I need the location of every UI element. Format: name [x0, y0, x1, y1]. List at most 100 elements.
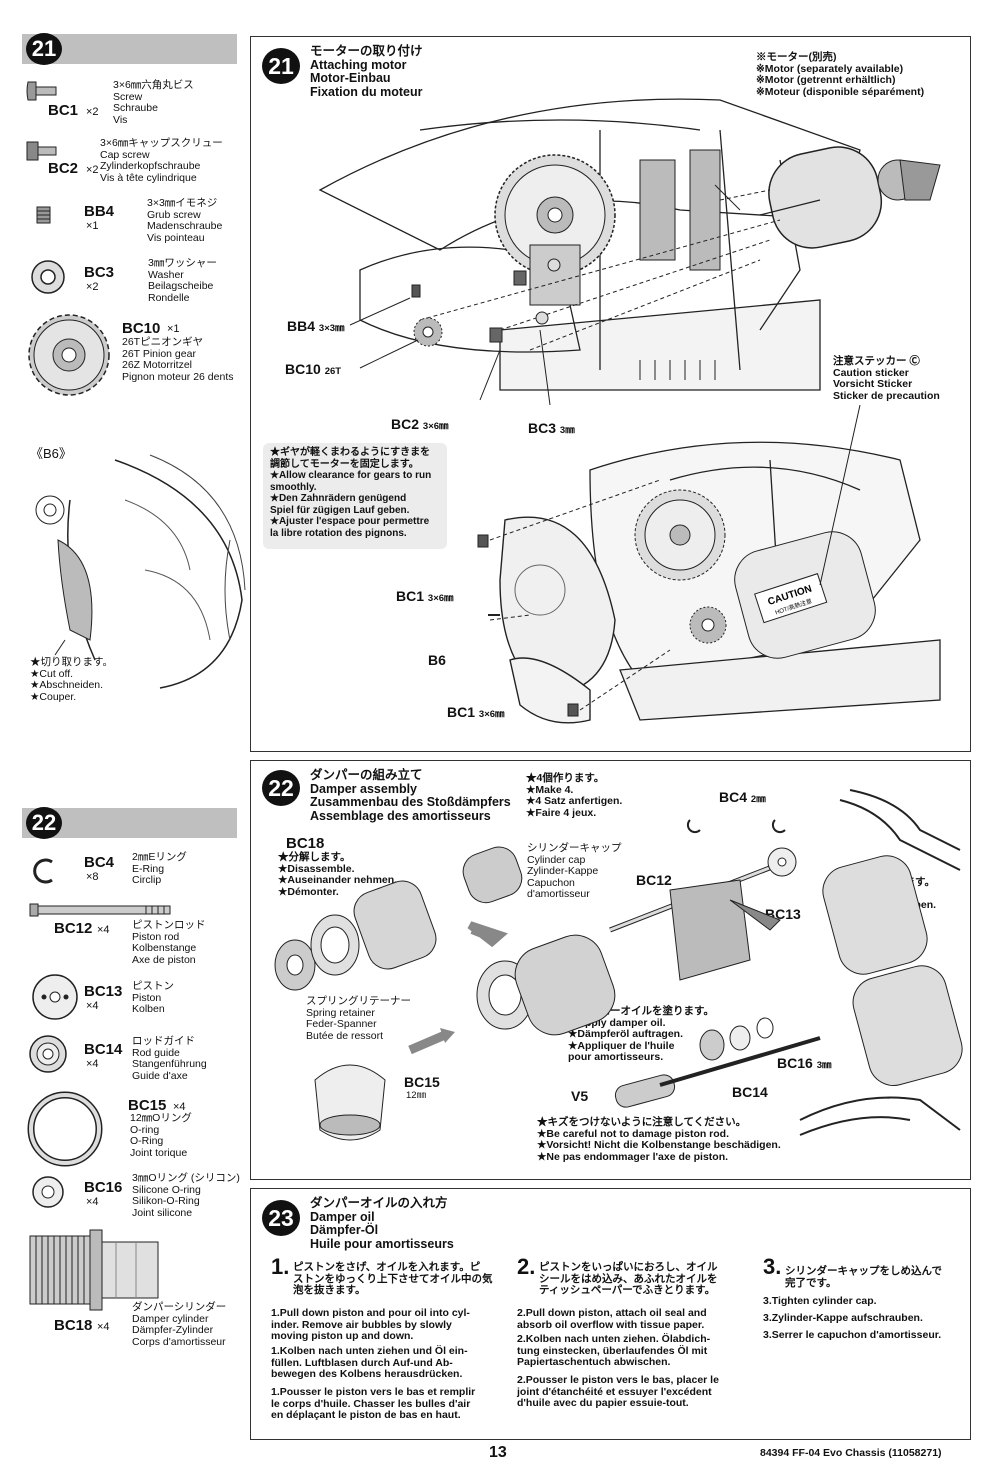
bc15-o-ring-icon [27, 1091, 103, 1167]
bc1-code: BC1 [48, 102, 79, 119]
spring-retainer-note: スプリングリテーナー Spring retainer Feder-Spanner… [306, 995, 411, 1042]
step23-title: ダンパーオイルの入れ方 Damper oil Dämpfer-Öl Huile … [310, 1196, 454, 1251]
bc14-rod-guide-icon [29, 1035, 67, 1073]
bc16-code: BC16 [84, 1179, 123, 1196]
step22-title: ダンパーの組み立て Damper assembly Zusammenbau de… [310, 768, 511, 823]
bc10-callout: BC10 26T [285, 361, 342, 377]
motor-note: ※モーター(別売) ※Motor (separately available) … [756, 51, 925, 98]
step23-col1-de: 1.Kolben nach unten ziehen und Öl ein- f… [271, 1345, 468, 1380]
bc12-callout: BC12 [636, 872, 672, 888]
bc12-piston-rod-icon [29, 903, 171, 917]
step23-badge: 23 [262, 1200, 300, 1236]
gear-clearance-note: ★ギヤが軽くまわるようにすきまを 調節してモーターを固定します。 ★Allow … [270, 447, 432, 539]
bc16-silicone-o-ring-icon [32, 1176, 64, 1208]
chassis-gear-cover-illustration: CAUTION HOT/高熱注意 [477, 404, 941, 724]
step23-col2-de: 2.Kolben nach unten ziehen. Ölabdich- tu… [517, 1333, 711, 1368]
b6-label: 《B6》 [30, 446, 72, 461]
bc1-screw-icon [26, 81, 57, 101]
bc15-qty: ×4 [173, 1101, 186, 1113]
bc18-damper-cylinder-icon [29, 1229, 159, 1311]
step23-col2-fr: 2.Pousser le piston vers le bas, placer … [517, 1374, 719, 1409]
bc18-callout: BC18 [286, 835, 325, 852]
step23-col2-number: 2. [517, 1254, 536, 1279]
bc13-piston-icon [32, 974, 78, 1020]
bc16-desc: 3㎜Oリング (シリコン) Silicone O-ring Silikon-O-… [132, 1172, 240, 1219]
bc12-code: BC12 [54, 920, 93, 937]
step23-col1-fr: 1.Pousser le piston vers le bas et rempl… [271, 1386, 476, 1421]
bc4-code: BC4 [84, 854, 115, 871]
b6-callout: B6 [428, 652, 446, 668]
bc3-washer-icon [31, 260, 65, 294]
bc14-qty: ×4 [86, 1058, 99, 1070]
careful-note: ★キズをつけないように注意してください。 ★Be careful not to … [537, 1116, 781, 1163]
bc2-cap-screw-icon [26, 141, 57, 161]
bb4-callout: BB4 3×3㎜ [287, 318, 345, 334]
step23-col1-number: 1. [271, 1254, 290, 1279]
bc3-code: BC3 [84, 264, 115, 281]
step23-col1-jp: ピストンをさげ、オイルを入れます。ピ ストンをゆっくり上下させてオイル中の気 泡… [293, 1261, 493, 1296]
bc3-callout: BC3 3㎜ [528, 420, 575, 436]
bc10-code: BC10 [122, 320, 161, 337]
bc14-desc: ロッドガイド Rod guide Stangenführung Guide d'… [132, 1035, 207, 1082]
bc4-callout: BC4 2㎜ [719, 789, 766, 805]
step23-col1-en: 1.Pull down piston and pour oil into cyl… [271, 1307, 470, 1342]
bc10-desc: 26Tピニオンギヤ 26T Pinion gear 26Z Motorritze… [122, 336, 234, 383]
bc2-code: BC2 [48, 160, 79, 177]
bc13-desc: ピストン Piston Kolben [132, 980, 174, 1015]
bc1-desc: 3×6㎜六角丸ビス Screw Schraube Vis [113, 79, 194, 126]
bc15-size: 12㎜ [406, 1090, 427, 1101]
step23-col3-fr: 3.Serrer le capuchon d'amortisseur. [763, 1329, 942, 1341]
bc13-code: BC13 [84, 983, 123, 1000]
step22-badge: 22 [262, 770, 300, 806]
step22-parts-badge: 22 [26, 807, 62, 839]
bc18-qty: ×4 [97, 1321, 110, 1333]
damper-assembly-illustration [274, 789, 963, 1141]
step21-panel [250, 36, 971, 752]
step21-title: モーターの取り付け Attaching motor Motor-Einbau F… [310, 44, 423, 99]
disassemble-note: ★分解します。 ★Disassemble. ★Auseinander nehme… [278, 851, 398, 898]
bc3-qty: ×2 [86, 281, 99, 293]
bc4-desc: 2㎜Eリング E-Ring Circlip [132, 851, 187, 886]
cylinder-cap-note: シリンダーキャップ Cylinder cap Zylinder-Kappe Ca… [527, 842, 622, 900]
step23-col3-de: 3.Zylinder-Kappe aufschrauben. [763, 1312, 923, 1324]
make-4-note: ★4個作ります。 ★Make 4. ★4 Satz anfertigen. ★F… [526, 772, 623, 819]
bc2-callout: BC2 3×6㎜ [391, 416, 449, 432]
bc1-callout-lower: BC1 3×6㎜ [447, 704, 505, 720]
bc10-pinion-gear-icon [28, 314, 110, 396]
bb4-desc: 3×3㎜イモネジ Grub screw Madenschraube Vis po… [147, 197, 223, 244]
bc13-qty: ×4 [86, 1000, 99, 1012]
cut-off-note: ★切り取ります。 ★Cut off. ★Abschneiden. ★Couper… [30, 656, 113, 703]
bc18-desc: ダンパーシリンダー Damper cylinder Dämpfer-Zylind… [132, 1301, 227, 1348]
bc15-callout: BC15 [404, 1074, 440, 1090]
step23-col2-jp: ピストンをいっぱいにおろし、オイル シールをはめ込み、あふれたオイルを ティッシ… [539, 1261, 718, 1296]
chassis-motor-illustration [318, 98, 941, 406]
step21-parts-badge: 21 [26, 33, 62, 65]
step23-col3-jp: シリンダーキャップをしめ込んで 完了です。 [785, 1265, 942, 1289]
bc16-callout: BC16 3㎜ [777, 1055, 832, 1071]
bb4-grub-screw-icon [36, 206, 51, 224]
bc2-qty: ×2 [86, 164, 99, 176]
step23-col3-en: 3.Tighten cylinder cap. [763, 1295, 877, 1307]
step23-col3-number: 3. [763, 1254, 782, 1279]
gear-clearance-note-box [263, 443, 447, 549]
bc4-qty: ×8 [86, 871, 99, 883]
b6-gear-cover-illustration [35, 454, 246, 689]
bc10-qty: ×1 [167, 323, 180, 335]
bc15-code: BC15 [128, 1097, 167, 1114]
bc4-e-ring-icon [33, 858, 53, 884]
step23-panel [250, 1188, 971, 1440]
bc1-callout-upper: BC1 3×6㎜ [396, 588, 454, 604]
bb4-qty: ×1 [86, 220, 99, 232]
bc12-desc: ピストンロッド Piston rod Kolbenstange Axe de p… [132, 919, 206, 966]
bc1-qty: ×2 [86, 106, 99, 118]
caution-sticker-note: 注意ステッカー Ⓒ Caution sticker Vorsicht Stick… [833, 355, 940, 402]
page-number: 13 [489, 1444, 507, 1461]
bc15-desc: 12㎜Oリング O-ring O-Ring Joint torique [130, 1112, 192, 1159]
bb4-code: BB4 [84, 203, 115, 220]
bc16-qty: ×4 [86, 1196, 99, 1208]
bc2-desc: 3×6㎜キャップスクリュー Cap screw Zylinderkopfschr… [100, 137, 223, 184]
bc14-code: BC14 [84, 1041, 123, 1058]
step23-col2-en: 2.Pull down piston, attach oil seal and … [517, 1307, 707, 1331]
step22-panel [250, 760, 971, 1180]
step21-badge: 21 [262, 48, 300, 84]
